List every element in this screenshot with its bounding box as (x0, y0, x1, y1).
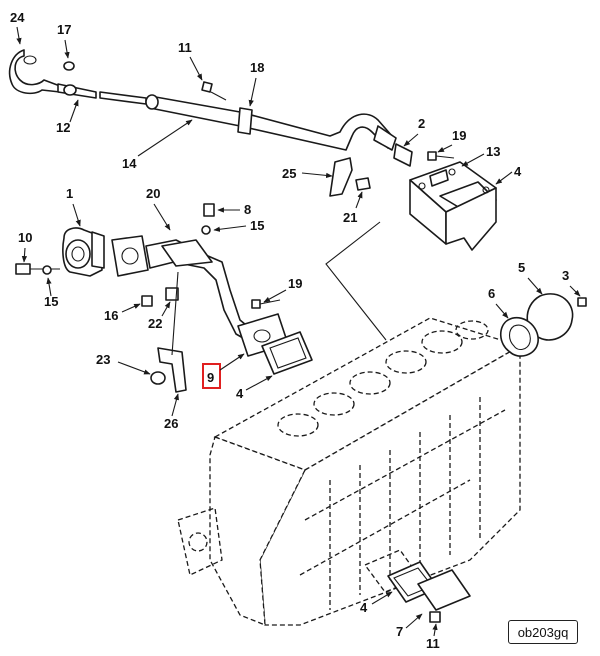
callout-label: 16 (104, 308, 118, 323)
callout-label: 4 (360, 600, 368, 615)
callout-label: 12 (56, 120, 70, 135)
callout-label: 4 (514, 164, 522, 179)
callout-label: 24 (10, 10, 25, 25)
callout-label: 17 (57, 22, 71, 37)
callout-labels: 24 17 11 18 12 14 2 19 13 4 25 21 1 20 8… (10, 10, 581, 651)
callout-label: 9 (207, 370, 214, 385)
callout-label: 15 (250, 218, 264, 233)
figure-code-label: ob203gq (508, 620, 578, 644)
callout-label: 20 (146, 186, 160, 201)
callout-label: 2 (418, 116, 425, 131)
callout-label: 7 (396, 624, 403, 639)
callout-label: 10 (18, 230, 32, 245)
callout-label: 25 (282, 166, 296, 181)
reference-line (171, 271, 179, 356)
callout-label: 11 (178, 40, 192, 55)
engine-block (177, 317, 522, 626)
callout-label: 19 (452, 128, 466, 143)
callout-label: 23 (96, 352, 110, 367)
callout-label: 6 (488, 286, 495, 301)
callout-label: 1 (66, 186, 73, 201)
callout-label: 5 (518, 260, 525, 275)
callout-label: 8 (244, 202, 251, 217)
callout-label: 21 (343, 210, 357, 225)
callout-label: 13 (486, 144, 500, 159)
highlight-box (202, 363, 221, 389)
callout-label: 26 (164, 416, 178, 431)
callout-label: 11 (426, 636, 440, 651)
callout-label: 14 (122, 156, 137, 171)
callout-label: 19 (288, 276, 302, 291)
callout-label: 3 (562, 268, 569, 283)
callout-label: 22 (148, 316, 162, 331)
callout-label: 15 (44, 294, 58, 309)
callout-label: 18 (250, 60, 264, 75)
callout-label: 4 (236, 386, 244, 401)
adapter-plate-top (409, 151, 497, 251)
dipstick-tube (8, 49, 413, 197)
reference-line (325, 221, 387, 341)
cover-plate-right (499, 293, 587, 357)
lower-cover-plate (387, 561, 471, 623)
housing-and-manifold (15, 203, 313, 393)
